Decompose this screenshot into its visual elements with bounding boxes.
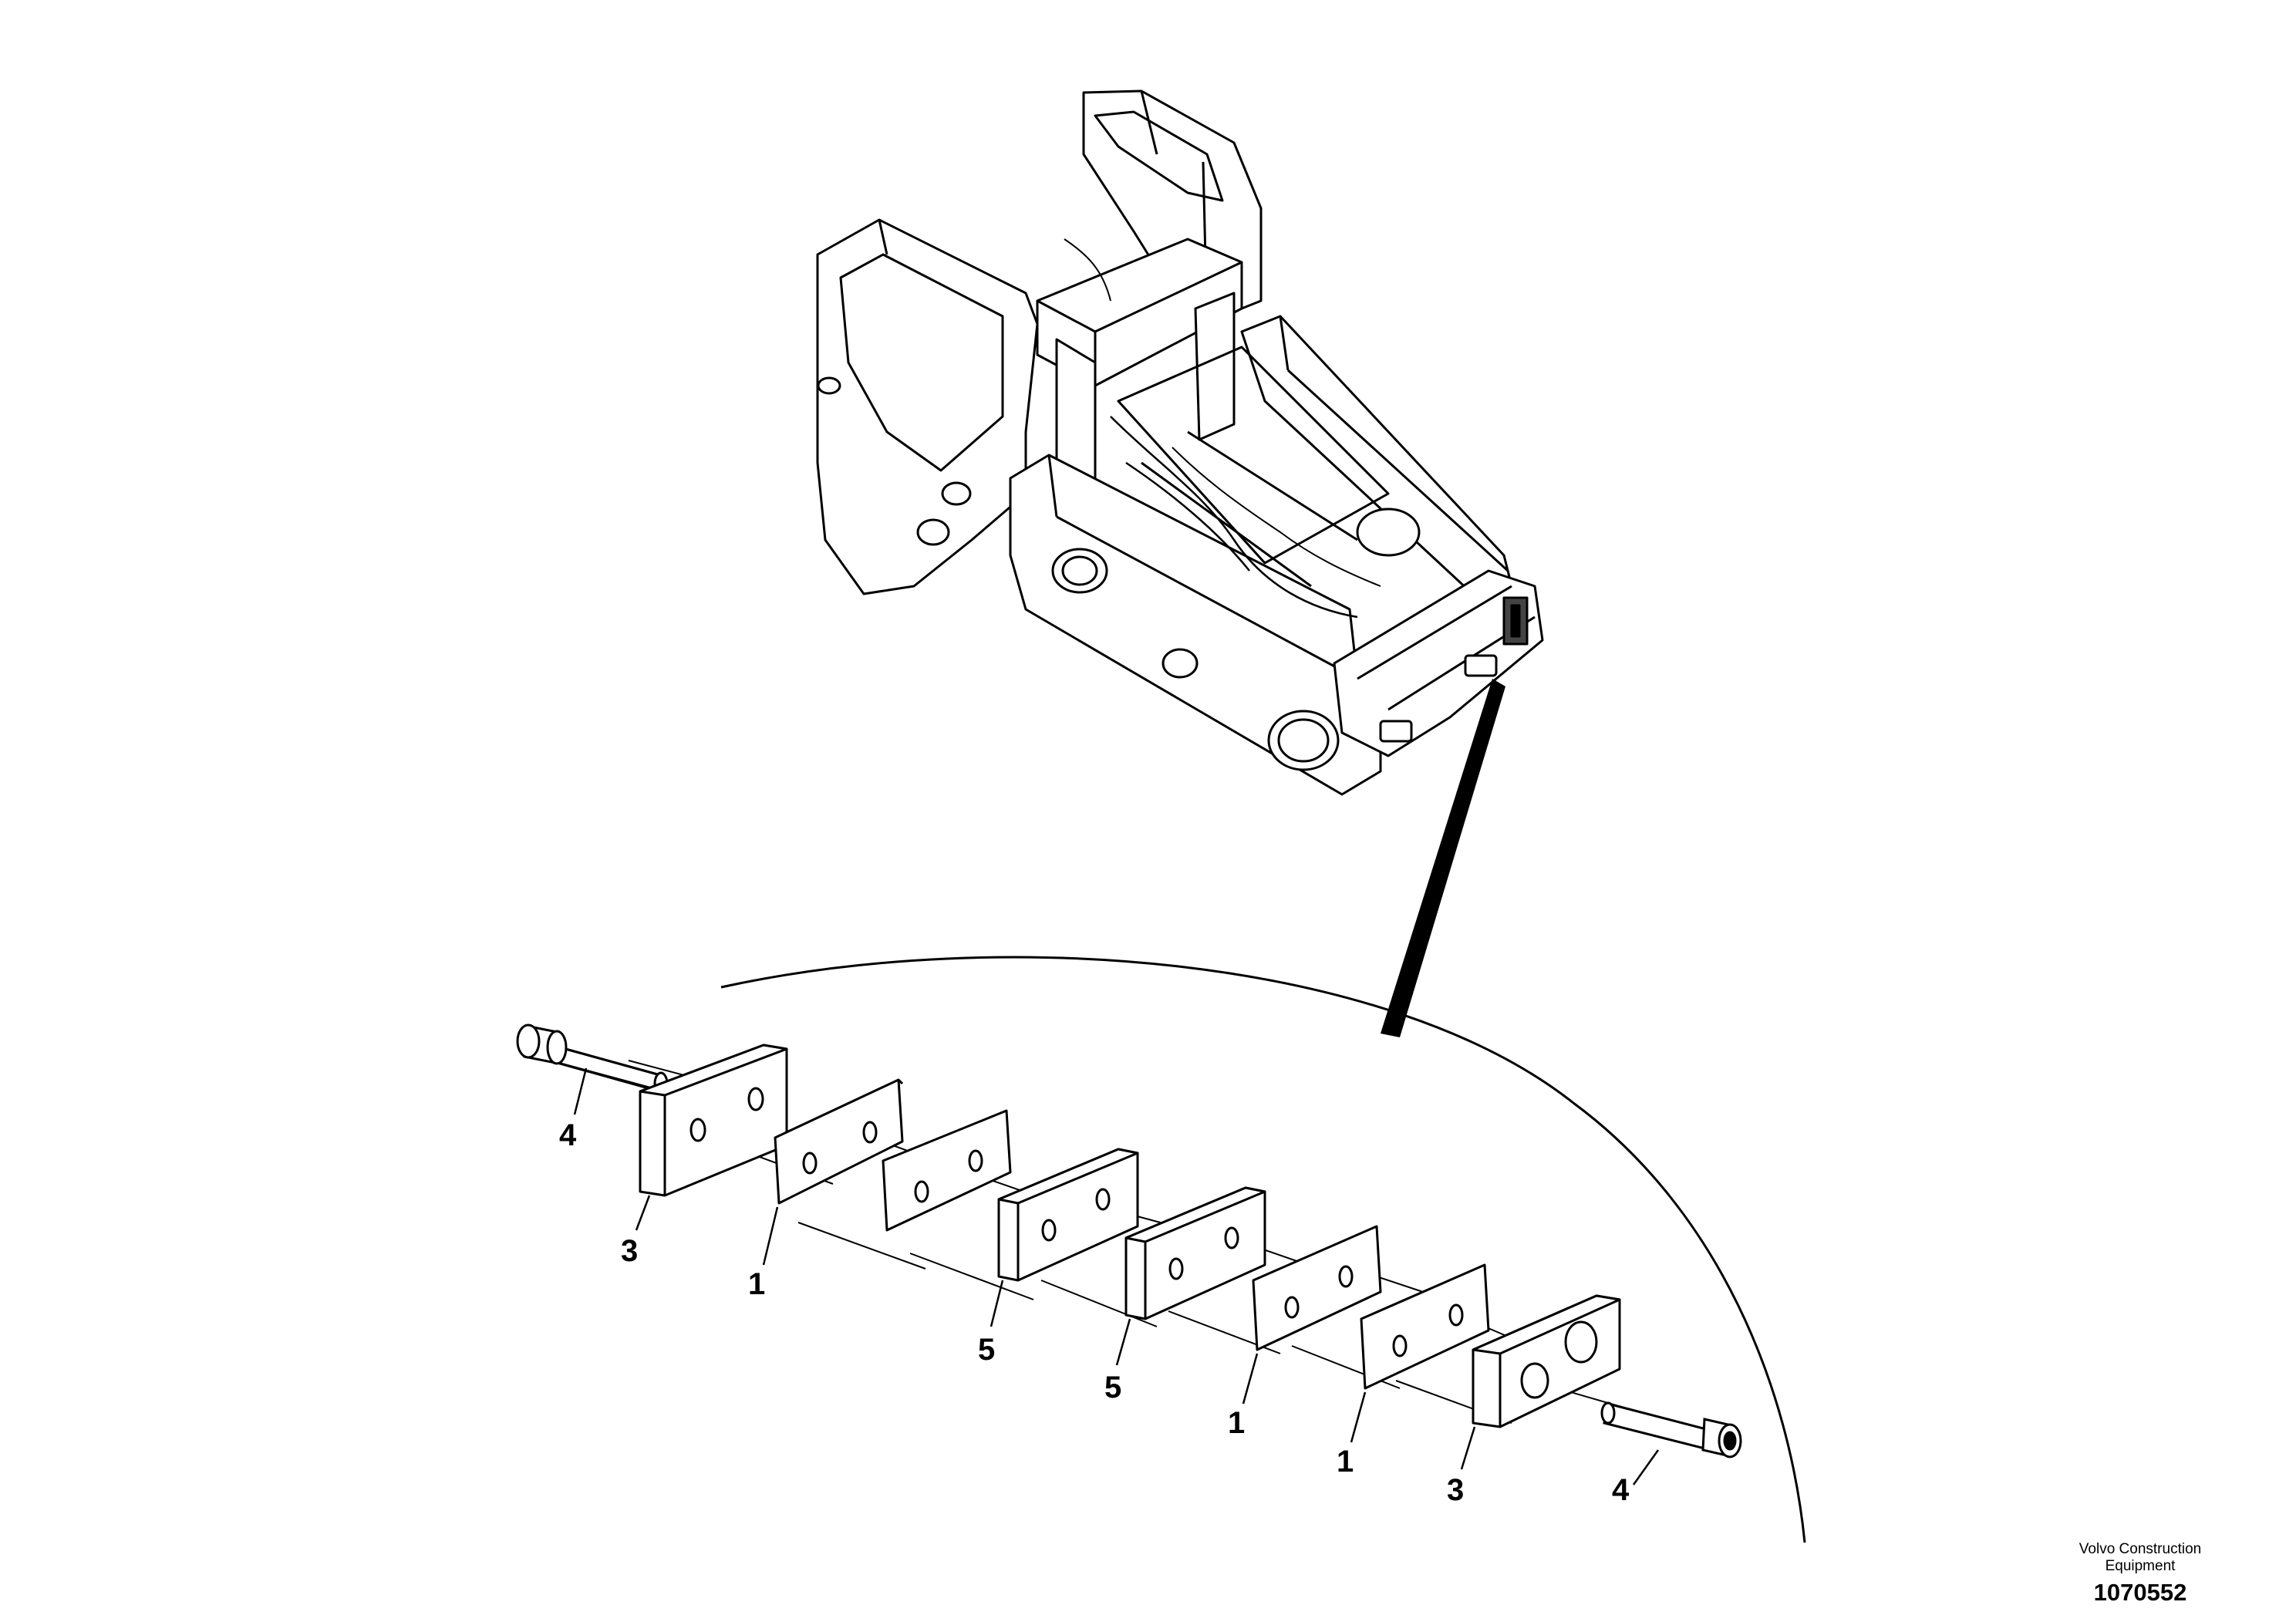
spacer-5-a: [997, 1148, 1139, 1282]
shim-1-c: [1252, 1225, 1382, 1351]
publisher-block: Volvo Construction Equipment 1070552: [2025, 1541, 2256, 1607]
drawing-number: 1070552: [2093, 1579, 2187, 1606]
callout-spacer-b: 5: [1104, 1371, 1121, 1404]
right-mounting-plate: [1472, 1294, 1621, 1428]
callout-shim-a: 1: [748, 1267, 765, 1301]
shim-1-b: [882, 1109, 1012, 1232]
right-cap-screw: [1600, 1401, 1742, 1458]
detail-pointer-wedge: [1381, 679, 1505, 1037]
spacer-5-b: [1124, 1186, 1266, 1320]
callout-bolt-right: 4: [1612, 1473, 1630, 1507]
shim-1-a: [774, 1078, 904, 1205]
callout-labels: 4 3 1 5 5 1 1 3 4: [559, 1118, 1630, 1507]
shim-1-d: [1360, 1263, 1490, 1390]
detail-boundary-arc: [720, 956, 1806, 1543]
callout-spacer-a: 5: [978, 1333, 995, 1367]
callout-leaders: [573, 1067, 1660, 1485]
chassis-frame: [816, 89, 1544, 796]
callout-plate-left: 3: [621, 1234, 638, 1268]
callout-shim-b: 1: [1228, 1406, 1245, 1440]
callout-plate-right: 3: [1447, 1473, 1464, 1507]
left-cap-screw: [516, 1023, 669, 1096]
publisher-name-line1: Volvo Construction: [2079, 1541, 2202, 1557]
publisher-name-line2: Equipment: [2105, 1558, 2176, 1574]
left-mounting-plate: [639, 1044, 788, 1197]
callout-shim-c: 1: [1337, 1445, 1354, 1479]
callout-bolt-left: 4: [559, 1118, 577, 1152]
